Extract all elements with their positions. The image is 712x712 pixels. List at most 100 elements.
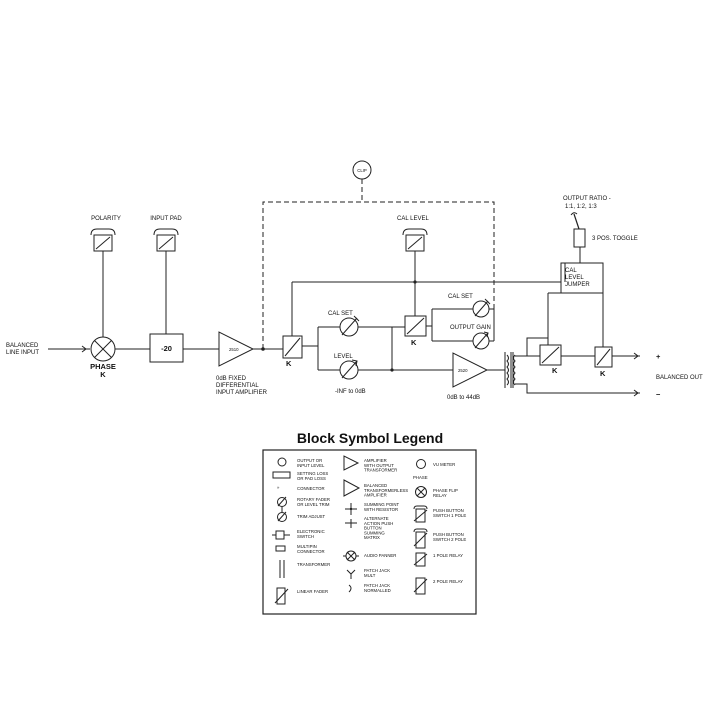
level-range: -INF to 0dB xyxy=(335,389,366,395)
relay-k-2 xyxy=(404,315,427,337)
legend-item-text: SUMMING xyxy=(364,530,385,535)
legend-item-text: ELECTRONIC xyxy=(297,529,325,534)
svg-text:»: » xyxy=(277,485,280,490)
amp-2520-range: 0dB to 44dB xyxy=(447,395,480,401)
legend-item-text: AUDIO PANNER xyxy=(364,553,396,558)
cal-level-label: CAL LEVEL xyxy=(397,216,429,222)
legend-item-text: ALTERNATE xyxy=(364,516,389,521)
legend-item-text: SWITCH xyxy=(297,534,314,539)
amp-note-line1: 0dB FIXED xyxy=(216,376,247,382)
cal-set-label-2: CAL SET xyxy=(448,294,473,300)
input-pad-push-button xyxy=(153,228,179,252)
relay-k-1-label: K xyxy=(286,359,292,368)
legend-item-text: PATCH JACK xyxy=(364,583,390,588)
legend-item-text: NORMALLED xyxy=(364,588,391,593)
output-ratio-label: OUTPUT RATIO - xyxy=(563,196,611,202)
legend-item-text: MATRIX xyxy=(364,535,380,540)
legend-item-text: WITH OUTPUT xyxy=(364,463,394,468)
cal-set-2-trim xyxy=(472,298,491,318)
legend-item-text: ACTION PUSH xyxy=(364,521,393,526)
legend-item-text: BALANCED xyxy=(364,483,387,488)
output-ratio-values: 1:1, 1:2, 1:3 xyxy=(565,204,597,210)
legend-phase-caption: PHASE xyxy=(413,475,428,480)
output-plus: + xyxy=(656,352,661,361)
amp-note-line3: INPUT AMPLIFIER xyxy=(216,390,268,396)
output-minus: − xyxy=(656,390,661,399)
secondary-bottom-wire xyxy=(515,383,622,394)
cal-set-trim xyxy=(339,315,360,337)
output-label: BALANCED OUT xyxy=(656,375,703,381)
legend-item-text: PHASE FLIP xyxy=(433,488,458,493)
legend-item-text: SUMMING POINT xyxy=(364,502,399,507)
legend-item-text: TRANSFORMERLESS xyxy=(364,488,408,493)
legend-item-text: CONNECTOR xyxy=(297,486,325,491)
legend-item-text: PATCH JACK xyxy=(364,568,390,573)
legend-item-text: RELAY xyxy=(433,493,447,498)
legend-item-text: OUTPUT OR xyxy=(297,458,322,463)
legend-item-text: VU METER xyxy=(433,462,455,467)
cal-level-jumper-box xyxy=(560,262,604,294)
amp-note-line2: DIFFERENTIAL xyxy=(216,383,259,389)
pad-box xyxy=(149,333,184,363)
legend-item-text: BUTTON xyxy=(364,526,382,531)
relay-k-4 xyxy=(594,346,613,368)
legend-item-text: 2 POLE RELAY xyxy=(433,579,463,584)
cal-level-dot xyxy=(413,280,417,284)
clip-label: CLIP xyxy=(357,168,367,173)
phase-flip-relay xyxy=(90,336,116,362)
legend-item-text: TRIM ADJUST xyxy=(297,514,326,519)
legend-item-text: SETTING LOSS xyxy=(297,471,328,476)
legend-item-text: CONNECTOR xyxy=(297,549,325,554)
legend-item-text: WITH RESISTOR xyxy=(364,507,398,512)
jumper-line1: CAL xyxy=(565,268,577,274)
level-label: LEVEL xyxy=(334,354,353,360)
amplifier-2520 xyxy=(452,352,489,388)
legend-item-text: 1 POLE RELAY xyxy=(433,553,463,558)
relay-k-2-label: K xyxy=(411,338,417,347)
polarity-label: POLARITY xyxy=(91,216,121,222)
jumper-line2: LEVEL xyxy=(565,275,584,281)
jumper-line3: JUMPER xyxy=(565,282,590,288)
cal-set-label-1: CAL SET xyxy=(328,311,353,317)
input-arrow xyxy=(81,345,87,353)
output-gain-fader xyxy=(472,331,490,350)
legend-item-text: TRANSFORMER xyxy=(364,468,397,473)
legend-item-text: SWITCH 1 POLE xyxy=(433,513,466,518)
legend-title: Block Symbol Legend xyxy=(297,430,443,446)
output-gain-label: OUTPUT GAIN xyxy=(450,325,491,331)
legend-col1-symbols: » xyxy=(272,457,291,605)
phase-label: PHASE xyxy=(90,362,116,371)
amplifier-2510-label: 2510 xyxy=(229,347,239,352)
amplifier-2520-label: 2520 xyxy=(458,368,468,373)
out-minus-arrow xyxy=(633,389,639,397)
phase-k-label: K xyxy=(100,370,106,379)
level-rotary-fader xyxy=(339,359,359,380)
secondary-top-wire xyxy=(515,337,548,357)
legend-item-text: MULTIPIN xyxy=(297,544,317,549)
legend-item-text: INPUT LEVEL xyxy=(297,463,325,468)
input-label-line2: LINE INPUT xyxy=(6,350,39,356)
legend-item-text: SWITCH 2 POLE xyxy=(433,537,466,542)
legend-item-text: AMPLIFIER xyxy=(364,458,387,463)
amplifier-2510 xyxy=(218,331,255,367)
legend-item-text: PUSH BUTTON xyxy=(433,508,464,513)
cal-level-push-button xyxy=(402,228,428,252)
legend-item-text: MULT xyxy=(364,573,376,578)
pad-value: -20 xyxy=(161,344,172,353)
legend-box xyxy=(262,449,477,615)
toggle-switch-icon xyxy=(570,212,586,248)
legend-col3-symbols: PHASE xyxy=(413,459,428,595)
relay-k-4-label: K xyxy=(600,369,606,378)
relay-k-3-label: K xyxy=(552,366,558,375)
relay-k-1 xyxy=(282,335,303,359)
legend-item-text: PUSH BUTTON xyxy=(433,532,464,537)
legend-col2-symbols xyxy=(343,455,361,593)
legend-item-text: TRANSFORMER xyxy=(297,562,330,567)
out-plus-arrow xyxy=(633,352,639,360)
legend-item-text: LINEAR FADER xyxy=(297,589,328,594)
legend-item-text: OR LEVEL TRIM xyxy=(297,502,330,507)
polarity-push-button xyxy=(90,228,116,252)
